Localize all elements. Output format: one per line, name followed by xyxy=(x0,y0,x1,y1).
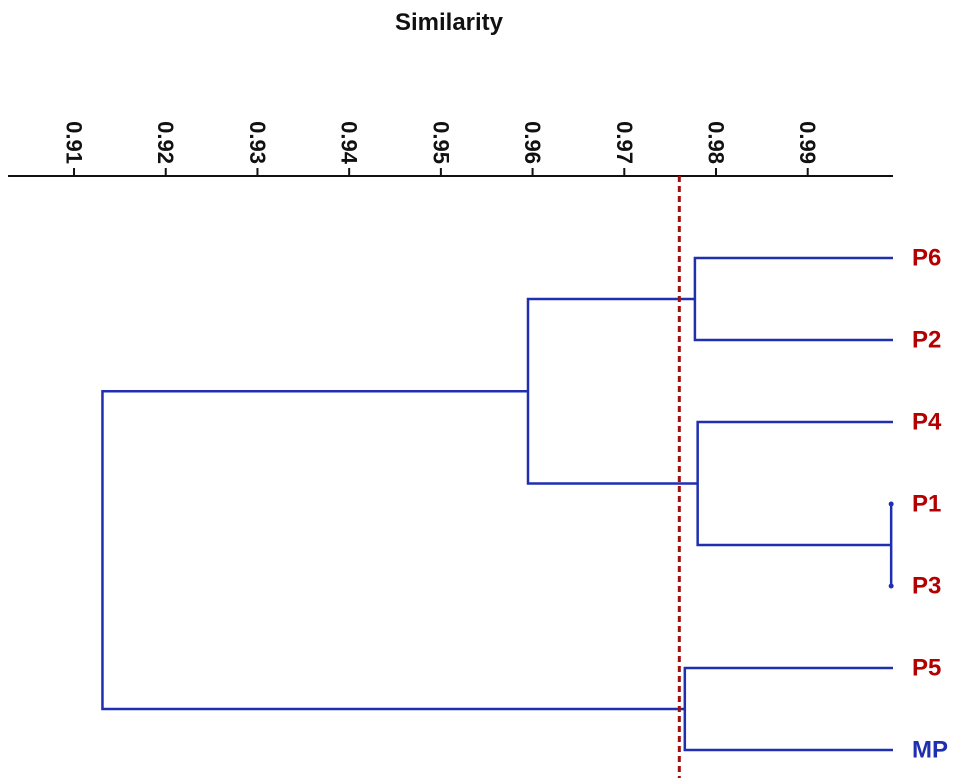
leaf-label: P5 xyxy=(912,655,941,682)
dendrogram-branch xyxy=(696,420,893,547)
branch-endpoint xyxy=(888,583,894,589)
dendrogram-branch xyxy=(889,502,893,588)
tick-label: 0.91 xyxy=(62,121,87,164)
tick-label: 0.92 xyxy=(153,121,178,164)
tick-label: 0.93 xyxy=(245,121,270,164)
branch-endpoint xyxy=(888,501,894,507)
tick-label: 0.94 xyxy=(337,121,362,165)
tick-label: 0.99 xyxy=(795,121,820,164)
leaf-label: P4 xyxy=(912,409,942,436)
tick-label: 0.95 xyxy=(428,121,453,164)
chart-title: Similarity xyxy=(395,9,504,36)
leaf-label: P1 xyxy=(912,491,941,518)
dendrogram-branch xyxy=(526,297,698,485)
dendrogram-branches xyxy=(101,256,894,752)
leaf-label: MP xyxy=(912,737,948,764)
leaf-label: P6 xyxy=(912,245,941,272)
dendrogram-branch xyxy=(693,256,893,342)
tick-label: 0.98 xyxy=(704,121,729,164)
leaf-label: P3 xyxy=(912,573,941,600)
similarity-axis: 0.91 0.92 0.93 0.94 0.95 0.96 0.97 0.98 0.99 xyxy=(8,121,893,177)
tick-label: 0.96 xyxy=(520,121,545,164)
leaf-label: P2 xyxy=(912,327,941,354)
tick-label: 0.97 xyxy=(612,121,637,164)
dendrogram-branch xyxy=(683,666,893,752)
dendrogram-branch xyxy=(101,390,685,711)
